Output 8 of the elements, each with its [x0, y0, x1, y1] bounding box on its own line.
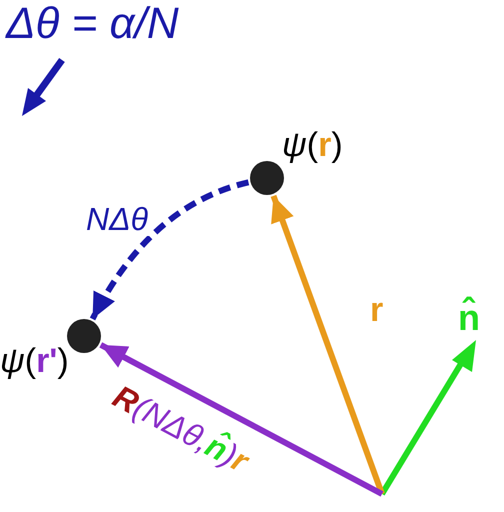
- arrow: [99, 342, 384, 497]
- arrow: [270, 194, 385, 496]
- title: Δθ = α/N: [6, 2, 179, 46]
- dot: [250, 161, 284, 195]
- point-label: ψ(r): [282, 128, 343, 162]
- dot: [67, 319, 101, 353]
- point-label: ψ(r'): [0, 344, 69, 378]
- arrow: [90, 179, 250, 320]
